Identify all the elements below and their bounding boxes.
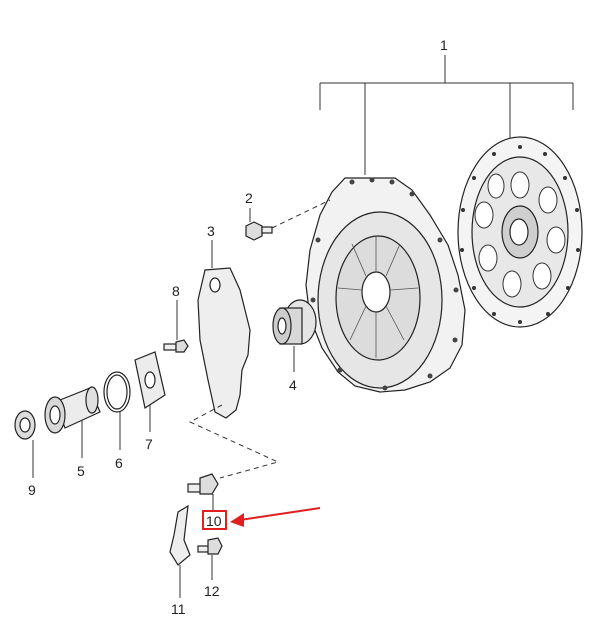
bolt-12 (197, 537, 223, 580)
callout-9: 9 (28, 482, 36, 498)
callout-4: 4 (289, 377, 297, 393)
callout-2: 2 (245, 190, 253, 206)
ball-stud (187, 404, 280, 512)
callout-10: 10 (206, 513, 222, 529)
spring-clip (169, 504, 191, 598)
bolt-2 (245, 199, 331, 241)
o-ring (103, 371, 131, 450)
callout-1: 1 (440, 37, 448, 53)
callout-6: 6 (115, 455, 123, 471)
callout-5: 5 (77, 463, 85, 479)
bolt-8 (163, 300, 189, 353)
callout-7: 7 (145, 436, 153, 452)
part-1-bracket (319, 55, 574, 175)
clutch-disc (457, 136, 583, 328)
guide-tube (44, 386, 101, 458)
bushing (14, 410, 36, 478)
release-bearing (272, 299, 317, 372)
release-fork (197, 240, 251, 419)
callout-12: 12 (204, 583, 220, 599)
pressure-plate (305, 177, 466, 393)
gasket (134, 351, 166, 432)
highlight-box (202, 510, 227, 530)
highlighted-callout-10[interactable]: 10 (202, 510, 227, 530)
callout-3: 3 (207, 223, 215, 239)
red-arrow-icon (230, 507, 321, 527)
callout-11: 11 (171, 601, 186, 617)
callout-8: 8 (172, 283, 180, 299)
